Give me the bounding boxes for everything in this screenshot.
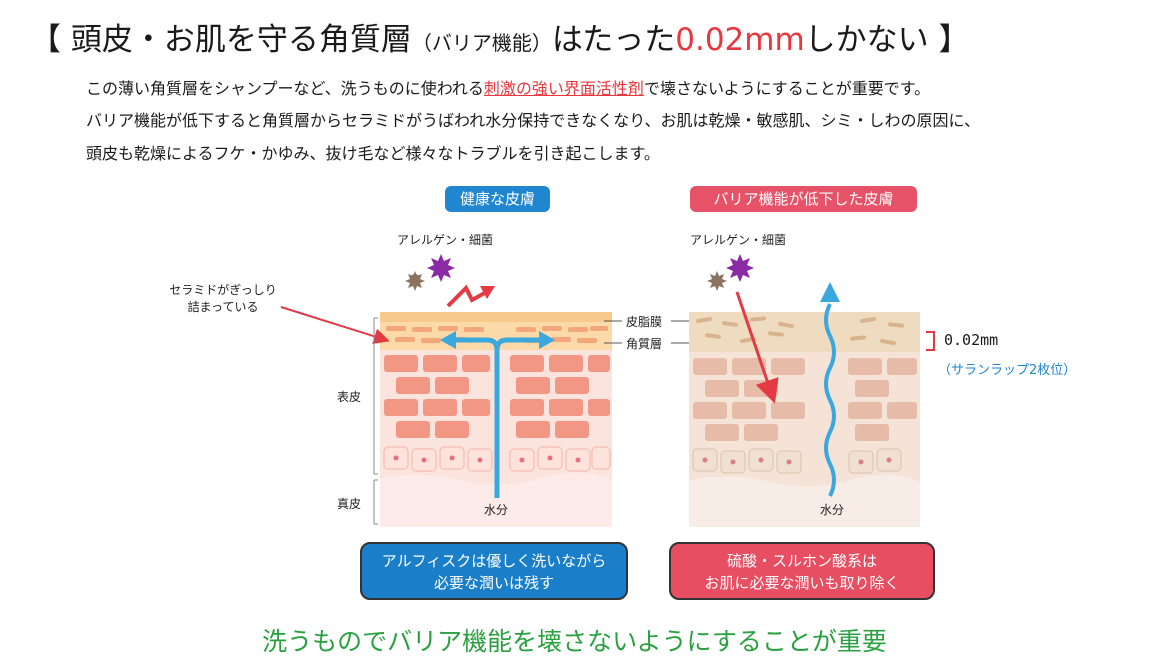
ceramide-note-line-1: セラミドがぎっしり — [169, 283, 277, 297]
damaged-skin-cross-section — [689, 312, 920, 527]
title-tail: しかない — [804, 22, 929, 58]
right-allergen-label: アレルゲン・細菌 — [690, 233, 787, 247]
line1-post: で壊さないようにすることが重要です。 — [643, 79, 931, 98]
paragraph-line-2: バリア機能が低下すると角質層からセラミドがうばわれ水分保持できなくなり、お肌は乾… — [86, 111, 981, 130]
title-close-bracket: 】 — [938, 22, 970, 58]
right-allergen-icons — [707, 254, 779, 404]
line1-emphasis: 刺激の強い界面活性剤 — [483, 79, 644, 98]
healthy-caption-line-1: アルフィスクは優しく洗いながら — [381, 552, 607, 570]
thickness-bracket — [926, 331, 935, 351]
epidermis-bracket — [373, 317, 378, 525]
healthy-caption-box: アルフィスクは優しく洗いながら 必要な潤いは残す — [360, 542, 628, 600]
line1-pre: この薄い角質層をシャンプーなど、洗うものに使われる — [86, 79, 484, 98]
left-water-arrow — [440, 331, 555, 498]
ceramide-note-line-2: 詰まっている — [187, 300, 259, 314]
title-main: 頭皮・お肌を守る角質層 — [70, 22, 412, 58]
paragraph-line-1: この薄い角質層をシャンプーなど、洗うものに使われる刺激の強い界面活性剤で壊さない… — [86, 75, 930, 99]
title-mid: はたった — [551, 22, 676, 58]
stratum-corneum-label: 角質層 — [626, 337, 663, 351]
title-paren: （バリア機能） — [411, 31, 552, 55]
sebum-label: 皮脂膜 — [626, 315, 663, 329]
damaged-skin-title: バリア機能が低下した皮膚 — [690, 186, 917, 212]
left-water-label: 水分 — [484, 503, 509, 517]
healthy-caption-line-2: 必要な潤いは残す — [433, 574, 554, 592]
damaged-caption-box: 硫酸・スルホン酸系は お肌に必要な潤いも取り除く — [669, 542, 935, 600]
left-allergen-icons — [405, 254, 495, 308]
left-allergen-label: アレルゲン・細菌 — [397, 233, 494, 247]
dermis-label: 真皮 — [337, 497, 362, 511]
thickness-value: 0.02mm — [944, 331, 999, 349]
thickness-note: （サランラップ2枚位） — [938, 363, 1077, 378]
layer-leader-lines — [604, 320, 690, 344]
title-open-bracket: 【 — [30, 22, 61, 58]
paragraph-line-3: 頭皮も乾燥によるフケ・かゆみ、抜け毛など様々なトラブルを引き起こします。 — [86, 144, 660, 163]
page-title: 【 頭皮・お肌を守る角質層（バリア機能）はたった0.02mmしかない 】 — [30, 14, 970, 59]
epidermis-label: 表皮 — [337, 390, 362, 404]
ceramide-note: セラミドがぎっしり 詰まっている — [158, 281, 288, 315]
footer-message: 洗うものでバリア機能を壊さないようにすることが重要 — [262, 627, 887, 656]
ceramide-pointer-arrow — [280, 306, 390, 345]
damaged-caption-line-1: 硫酸・スルホン酸系は — [726, 552, 877, 570]
damaged-caption-line-2: お肌に必要な潤いも取り除く — [704, 574, 900, 592]
healthy-skin-title: 健康な皮膚 — [445, 186, 550, 212]
right-water-label: 水分 — [820, 503, 845, 517]
right-water-arrow — [820, 282, 840, 497]
title-amount: 0.02mm — [675, 22, 805, 58]
